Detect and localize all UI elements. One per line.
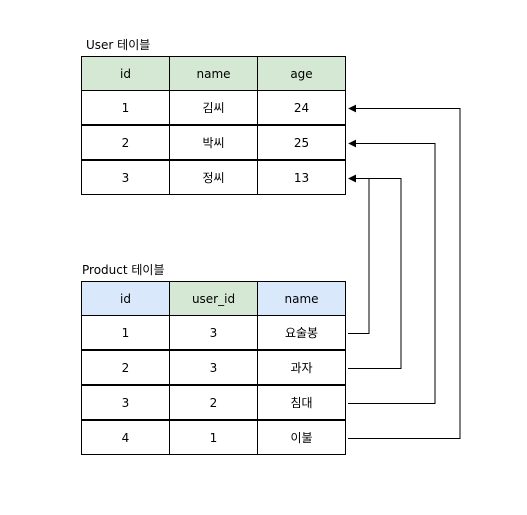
product-name-cell: 침대 bbox=[257, 385, 346, 420]
table-row: 2 박씨 25 bbox=[81, 125, 346, 161]
user-col-age-header: age bbox=[257, 56, 346, 91]
user-age-cell: 24 bbox=[257, 90, 346, 125]
product-name-cell: 요술봉 bbox=[257, 315, 346, 350]
relation-arrow bbox=[348, 104, 461, 439]
table-row: 2 3 과자 bbox=[81, 350, 346, 386]
user-age-cell: 25 bbox=[257, 125, 346, 160]
table-row: 1 3 요술봉 bbox=[81, 315, 346, 351]
relation-arrow bbox=[348, 139, 436, 404]
table-row: 3 정씨 13 bbox=[81, 160, 346, 196]
user-table: id name age 1 김씨 24 2 박씨 25 3 정씨 13 bbox=[81, 56, 346, 196]
table-row: 3 2 침대 bbox=[81, 385, 346, 421]
product-name-cell: 과자 bbox=[257, 350, 346, 385]
relation-arrow bbox=[348, 174, 370, 334]
product-table: id user_id name 1 3 요술봉 2 3 과자 3 2 침대 4 … bbox=[81, 281, 346, 456]
product-name-cell: 이불 bbox=[257, 420, 346, 455]
table-row: 1 김씨 24 bbox=[81, 90, 346, 126]
user-table-caption: User 테이블 bbox=[86, 38, 151, 52]
table-row: 4 1 이불 bbox=[81, 420, 346, 456]
product-table-caption: Product 테이블 bbox=[82, 263, 165, 277]
user-table-header-row: id name age bbox=[81, 56, 346, 91]
relation-arrow bbox=[348, 174, 402, 369]
product-col-user-id-header: user_id bbox=[169, 281, 258, 316]
user-age-cell: 13 bbox=[257, 160, 346, 195]
